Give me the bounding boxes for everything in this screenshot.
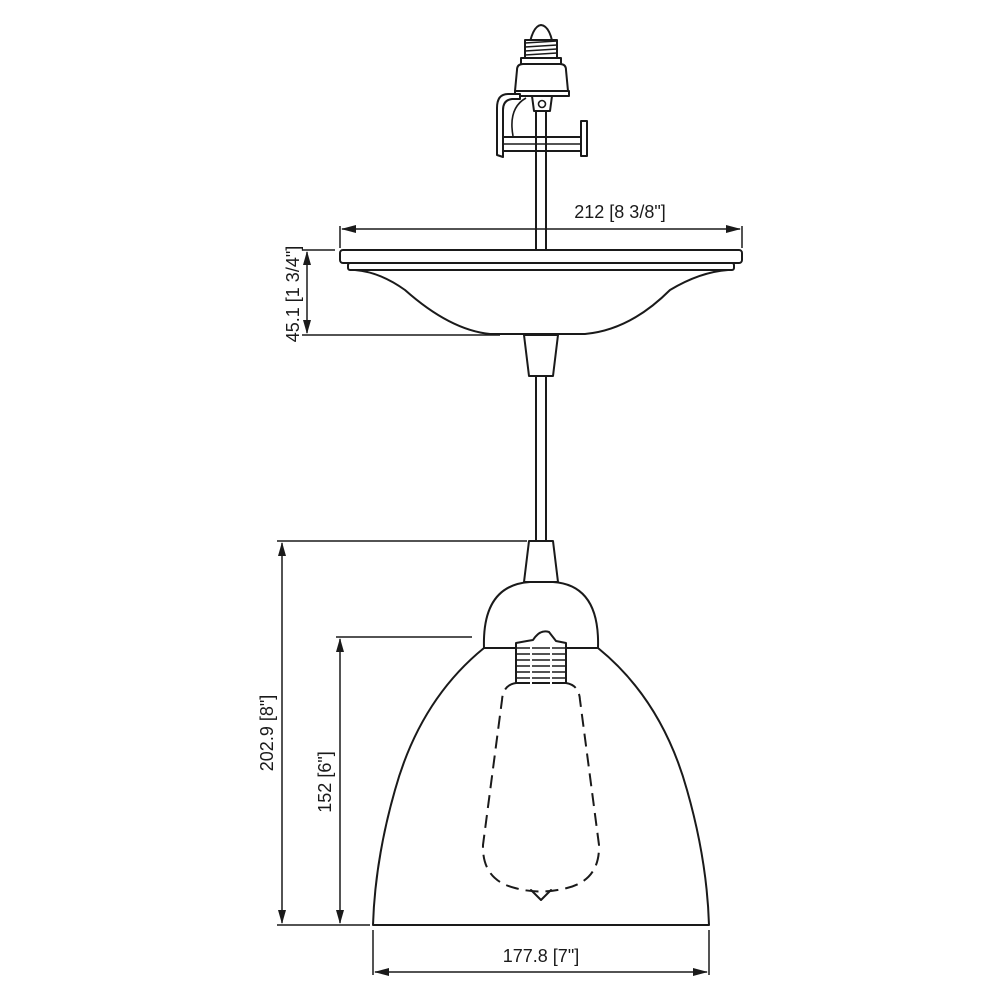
shade-width-dimension: 177.8 [7"]	[372, 930, 710, 976]
canopy-width-label: 212 [8 3/8"]	[574, 202, 665, 222]
lower-stem	[523, 334, 559, 541]
edison-bulb	[481, 630, 601, 901]
shade-height-label: 152 [6"]	[315, 751, 335, 812]
canopy-height-label: 45.1 [1 3/4"]	[283, 246, 303, 342]
overall-height-label: 202.9 [8"]	[257, 695, 277, 771]
glass-shade	[372, 540, 710, 926]
canopy	[339, 249, 743, 335]
shade-height-dimension: 152 [6"]	[315, 636, 472, 924]
screw-in-adapter	[514, 24, 570, 112]
canopy-height-dimension: 45.1 [1 3/4"]	[283, 246, 500, 342]
mounting-bracket	[496, 93, 588, 158]
canopy-width-dimension: 212 [8 3/8"]	[339, 202, 743, 248]
shade-width-label: 177.8 [7"]	[503, 946, 579, 966]
upper-stem	[535, 110, 547, 251]
overall-height-dimension: 202.9 [8"]	[257, 540, 527, 926]
